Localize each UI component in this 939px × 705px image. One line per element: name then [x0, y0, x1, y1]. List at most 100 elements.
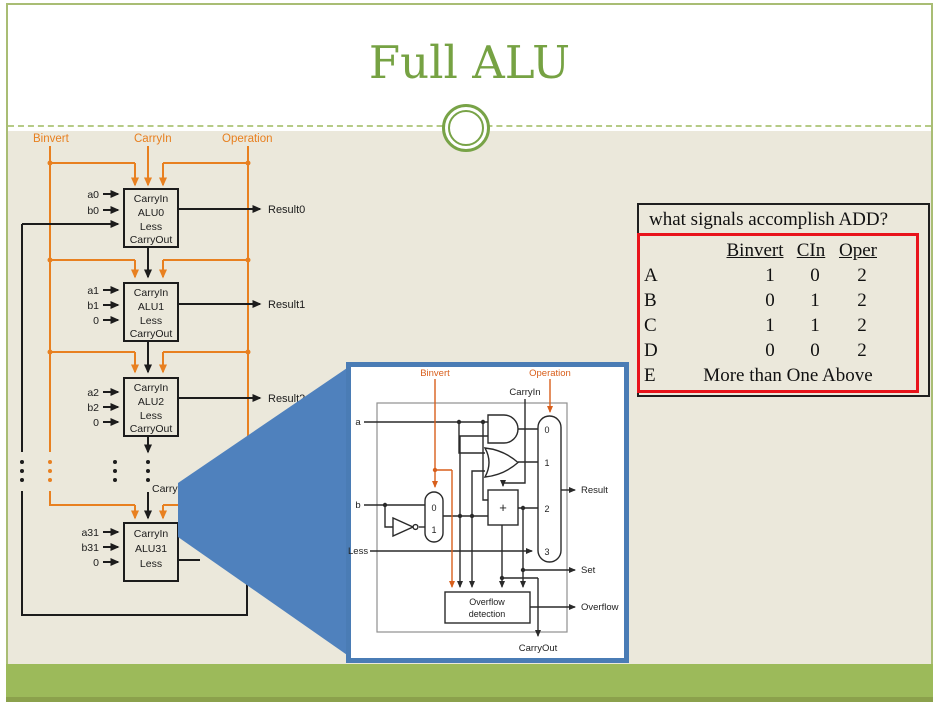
quiz-value-oper: 2 — [857, 290, 867, 311]
input-a1-label: a1 — [87, 285, 99, 297]
quiz-option-letter: C — [644, 315, 657, 336]
divider-circle-ornament — [442, 104, 490, 152]
footer-bar — [6, 664, 933, 697]
operation-signal-label: Operation — [222, 133, 273, 145]
inset-carryin-label: CarryIn — [509, 387, 540, 398]
quiz-value-binvert: 1 — [765, 315, 775, 336]
page-title: Full ALU — [368, 36, 571, 89]
b-invert-mux — [424, 491, 444, 543]
alu1-port-less: Less — [140, 315, 162, 327]
input-a31-label: a31 — [81, 527, 99, 539]
alu1-name: ALU1 — [138, 301, 164, 313]
overflow-detection-box — [444, 591, 531, 624]
alu31-port-less: Less — [140, 558, 162, 570]
quiz-option-row-a: A 1 0 2 — [640, 265, 916, 290]
alu0-port-less: Less — [140, 221, 162, 233]
result2-label: Result2 — [268, 393, 305, 405]
bmux-input-1-label: 1 — [431, 525, 436, 535]
circuit-boundary — [376, 402, 568, 633]
mux-input-0-label: 0 — [544, 425, 549, 435]
inset-black-wires — [364, 399, 576, 637]
input-b0-label: b0 — [87, 205, 99, 217]
result-mux — [537, 415, 562, 563]
control-wire-junction-dots — [47, 160, 251, 482]
quiz-value-oper: 2 — [857, 315, 867, 336]
alu1-box — [123, 282, 179, 342]
quiz-col-header-binvert: Binvert — [726, 240, 784, 261]
input-a2-label: a2 — [87, 387, 99, 399]
alu2-port-less: Less — [140, 410, 162, 422]
quiz-value-oper: 2 — [857, 265, 867, 286]
input-less31-label: 0 — [93, 557, 99, 569]
inset-a-label: a — [355, 417, 361, 428]
inset-less-label: Less — [348, 546, 368, 557]
quiz-panel: what signals accomplish ADD? Binvert CIn… — [637, 203, 930, 397]
carryin-signal-label: CarryIn — [134, 133, 172, 145]
alu2-box — [123, 377, 179, 437]
slide-border-right — [931, 3, 933, 664]
quiz-options-box: Binvert CIn Oper A 1 0 2 B 0 1 2 C 1 1 2 — [637, 233, 919, 393]
alu0-name: ALU0 — [138, 207, 164, 219]
quiz-col-header-oper: Oper — [839, 240, 877, 261]
input-b2-label: b2 — [87, 402, 99, 414]
quiz-question: what signals accomplish ADD? — [649, 209, 889, 230]
inset-b-label: b — [355, 500, 360, 511]
inset-result-label: Result — [581, 485, 608, 496]
inset-labels: Binvert Operation CarryIn a b Less Resul… — [348, 368, 619, 654]
inset-binvert-label: Binvert — [420, 368, 450, 379]
input-b31-label: b31 — [81, 542, 99, 554]
inset-operation-label: Operation — [529, 368, 571, 379]
bmux-input-0-label: 0 — [431, 503, 436, 513]
zoom-callout-wedge — [178, 366, 350, 657]
carryin31-label: CarryIn — [152, 483, 187, 495]
slide-border-top — [6, 3, 933, 5]
quiz-value-cin: 0 — [810, 340, 820, 361]
alu0-port-carryin: CarryIn — [134, 193, 169, 205]
result1-label: Result1 — [268, 299, 305, 311]
quiz-option-row-b: B 0 1 2 — [640, 290, 916, 315]
overflow-detection-text-1: Overflow — [469, 597, 505, 607]
adder-box — [487, 489, 519, 526]
alu1-port-carryout: CarryOut — [130, 328, 173, 340]
slide-border-left — [6, 3, 8, 664]
alu-block-0: CarryIn ALU0 Less CarryOut a0 b0 Result0 — [87, 188, 305, 248]
quiz-value-cin: 1 — [810, 315, 820, 336]
quiz-option-row-c: C 1 1 2 — [640, 315, 916, 340]
quiz-value-binvert: 1 — [765, 265, 775, 286]
mux-input-3-label: 3 — [544, 547, 549, 557]
alu31-box — [123, 522, 179, 582]
input-less1-label: 0 — [93, 315, 99, 327]
adder-plus-sign: + — [499, 500, 507, 515]
signal-labels: Binvert CarryIn Operation — [33, 133, 273, 145]
inset-carryout-label: CarryOut — [519, 643, 558, 654]
inset-gates — [392, 414, 562, 624]
quiz-value-cin: 0 — [810, 265, 820, 286]
binvert-signal-label: Binvert — [33, 133, 70, 145]
or-gate — [483, 447, 520, 478]
quiz-col-header-cin: CIn — [796, 240, 826, 261]
inset-overflow-label: Overflow — [581, 602, 619, 613]
quiz-option-letter: B — [644, 290, 657, 311]
one-bit-alu-inset: Binvert Operation CarryIn a b Less Resul… — [346, 362, 629, 663]
result0-label: Result0 — [268, 204, 305, 216]
overflow-detection-text-2: detection — [469, 609, 506, 619]
alu-block-31: CarryIn ALU31 Less a31 b31 0 — [81, 522, 179, 582]
alu-block-2: CarryIn ALU2 Less CarryOut a2 b2 0 Resul… — [87, 377, 305, 437]
inverter-bubble — [412, 523, 419, 531]
alu1-port-carryin: CarryIn — [134, 287, 169, 299]
alu2-name: ALU2 — [138, 396, 164, 408]
input-less2-label: 0 — [93, 417, 99, 429]
quiz-value-cin: 1 — [810, 290, 820, 311]
binvert-junction-dot — [432, 467, 438, 473]
alu2-port-carryin: CarryIn — [134, 382, 169, 394]
quiz-option-letter: A — [644, 265, 658, 286]
quiz-option-letter: E — [644, 365, 656, 386]
one-bit-alu-diagram: Binvert Operation CarryIn a b Less Resul… — [346, 362, 629, 663]
inset-set-label: Set — [581, 565, 596, 576]
quiz-option-row-d: D 0 0 2 — [640, 340, 916, 365]
input-b1-label: b1 — [87, 300, 99, 312]
and-gate — [487, 414, 519, 444]
mux-input-1-label: 1 — [544, 458, 549, 468]
